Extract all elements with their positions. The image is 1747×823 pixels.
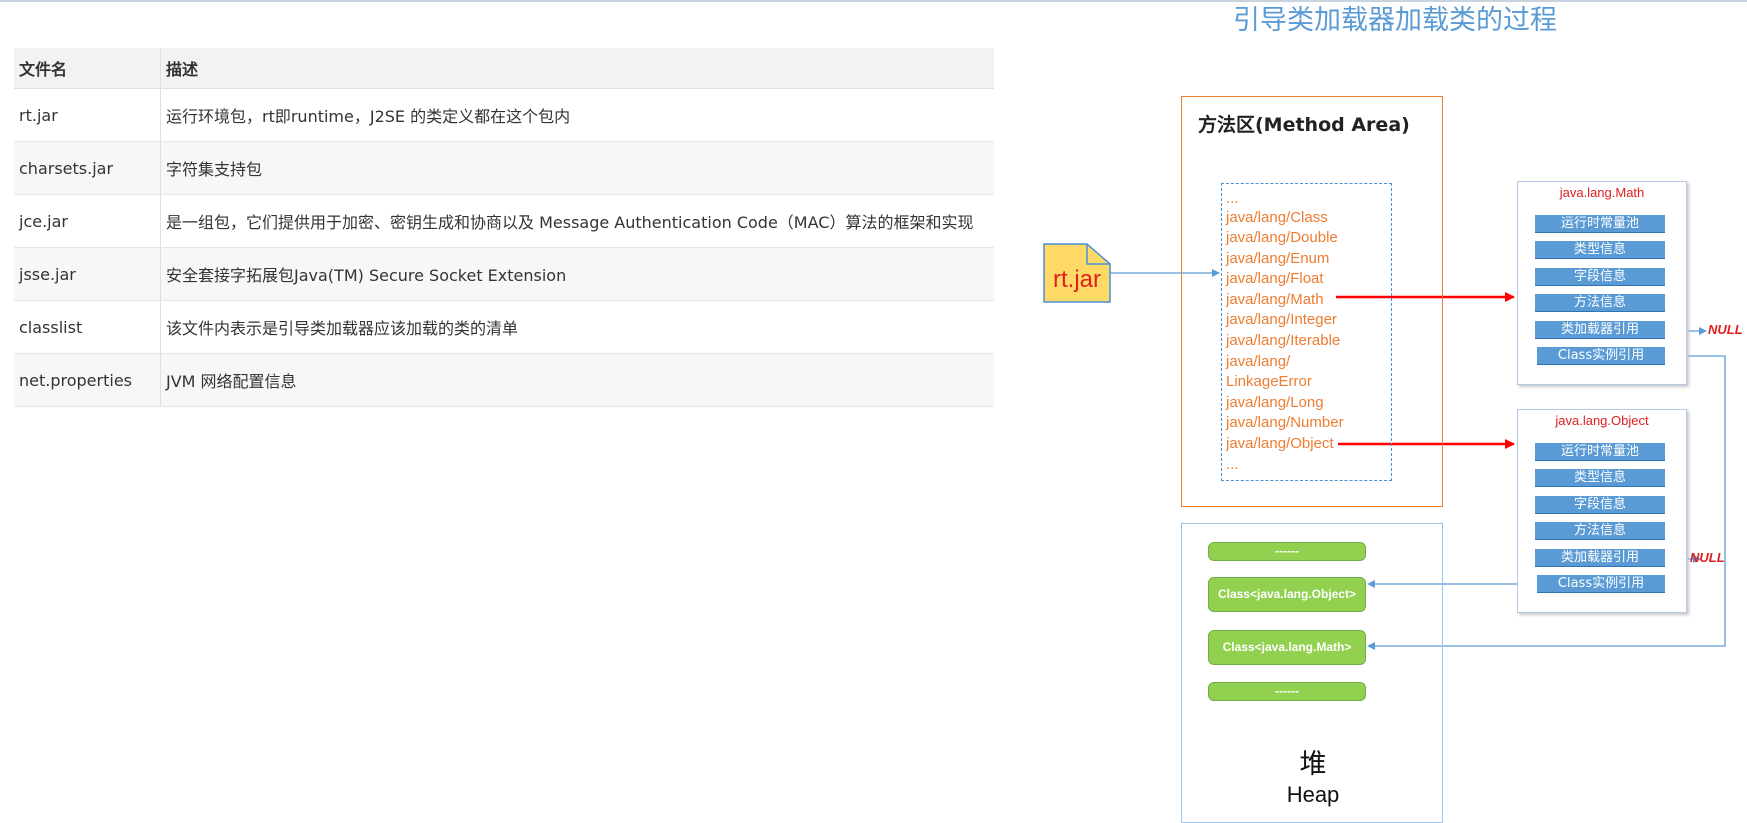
loaded-class-list [1221, 183, 1392, 481]
column-header-description: 描述 [160, 48, 994, 89]
class-entry: java/lang/Integer [1226, 311, 1337, 328]
rt-jar-file-icon [1043, 243, 1111, 303]
heap-title-chinese: 堆 [1299, 749, 1327, 780]
math-runtime-constant-pool: 运行时常量池 [1535, 215, 1665, 233]
file-description-cell: 是一组包，它们提供用于加密、密钥生成和协商以及 Message Authenti… [160, 194, 994, 248]
class-entry: java/lang/Long [1226, 394, 1324, 411]
class-entry: java/lang/Enum [1226, 250, 1330, 267]
file-name-cell: classlist [14, 300, 161, 354]
object-runtime-constant-pool: 运行时常量池 [1535, 443, 1665, 461]
table-row: jce.jar 是一组包，它们提供用于加密、密钥生成和协商以及 Message … [14, 194, 994, 248]
file-name-cell: jce.jar [14, 194, 161, 248]
diagram-title: 引导类加载器加载类的过程 [1233, 5, 1557, 36]
math-class-instance-ref: Class实例引用 [1537, 347, 1665, 365]
object-field-info: 字段信息 [1535, 496, 1665, 514]
class-entry: ... [1226, 456, 1239, 473]
method-area-box [1181, 96, 1443, 507]
file-name-cell: rt.jar [14, 88, 161, 142]
method-area-title: 方法区(Method Area) [1198, 114, 1410, 136]
heap-object-class-instance: Class<java.lang.Object> [1208, 577, 1366, 612]
file-name-cell: jsse.jar [14, 247, 161, 301]
class-entry: java/lang/Iterable [1226, 332, 1341, 349]
heap-math-class-instance: Class<java.lang.Math> [1208, 630, 1366, 665]
class-entry: java/lang/Float [1226, 270, 1324, 287]
table-header-row: 文件名 描述 [14, 48, 994, 89]
math-field-info: 字段信息 [1535, 268, 1665, 286]
math-instance-ref-arrow [1367, 355, 1726, 650]
rt-jar-fold-corner [1086, 244, 1110, 265]
class-entry: java/lang/Number [1226, 414, 1344, 431]
table-row: charsets.jar 字符集支持包 [14, 141, 994, 195]
class-entry: java/lang/Double [1226, 229, 1338, 246]
object-type-info: 类型信息 [1535, 469, 1665, 487]
object-classloader-ref: 类加载器引用 [1535, 549, 1665, 567]
class-entry: LinkageError [1226, 373, 1312, 390]
file-description-cell: JVM 网络配置信息 [160, 353, 994, 407]
class-entry: java/lang/Class [1226, 209, 1328, 226]
file-description-cell: 该文件内表示是引导类加载器应该加载的类的清单 [160, 300, 994, 354]
class-entry: java/lang/Math [1226, 291, 1324, 308]
class-entry: java/lang/ [1226, 353, 1291, 370]
math-type-info: 类型信息 [1535, 241, 1665, 259]
table-row: jsse.jar 安全套接字拓展包Java(TM) Secure Socket … [14, 247, 994, 301]
file-description-cell: 字符集支持包 [160, 141, 994, 195]
file-name-cell: charsets.jar [14, 141, 161, 195]
math-null-label: NULL [1708, 322, 1743, 337]
jar-file-table: 文件名 描述 rt.jar 运行环境包，rt即runtime，J2SE 的类定义… [14, 48, 994, 407]
object-class-title: java.lang.Object [1555, 413, 1649, 428]
top-divider [0, 0, 1747, 2]
column-header-filename: 文件名 [14, 48, 161, 89]
table-row: net.properties JVM 网络配置信息 [14, 353, 994, 407]
math-class-title: java.lang.Math [1559, 185, 1645, 200]
file-name-cell: net.properties [14, 353, 161, 407]
math-method-info: 方法信息 [1535, 294, 1665, 312]
class-entry: java/lang/Object [1226, 435, 1334, 452]
object-null-label: NULL [1690, 550, 1725, 565]
class-entry: ... [1226, 190, 1239, 207]
file-description-cell: 安全套接字拓展包Java(TM) Secure Socket Extension [160, 247, 994, 301]
table-row: rt.jar 运行环境包，rt即runtime，J2SE 的类定义都在这个包内 [14, 88, 994, 142]
heap-title-english: Heap [1286, 782, 1340, 807]
math-classloader-ref: 类加载器引用 [1535, 321, 1665, 339]
heap-placeholder-bar: ------ [1208, 682, 1366, 701]
heap-placeholder-bar: ------ [1208, 542, 1366, 561]
file-description-cell: 运行环境包，rt即runtime，J2SE 的类定义都在这个包内 [160, 88, 994, 142]
object-class-instance-ref: Class实例引用 [1537, 575, 1665, 593]
object-method-info: 方法信息 [1535, 522, 1665, 540]
rt-jar-label: rt.jar [1053, 266, 1101, 293]
table-row: classlist 该文件内表示是引导类加载器应该加载的类的清单 [14, 300, 994, 354]
